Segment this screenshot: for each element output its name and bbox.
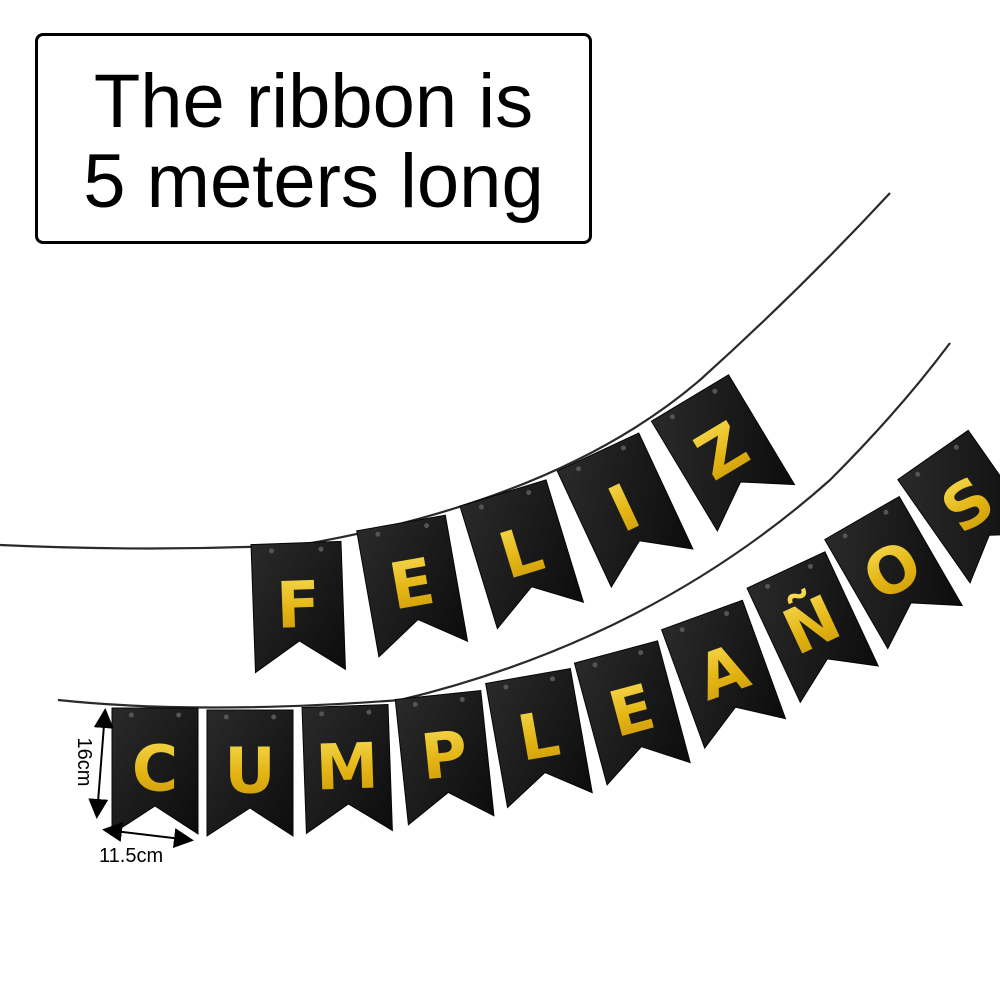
flag-shape — [394, 689, 495, 826]
flag-shape — [824, 495, 964, 650]
height-arrow — [88, 708, 114, 819]
flag-hole — [842, 533, 848, 539]
flag-letter: M — [315, 729, 380, 804]
flag-shape — [573, 640, 691, 786]
flag-shape — [206, 709, 294, 837]
flag-shape — [485, 667, 593, 809]
flag-hole — [271, 714, 277, 720]
bottom-flags-flag-5: E — [573, 640, 691, 786]
bottom-flags-flag-4: L — [485, 667, 593, 809]
flag-hole — [712, 388, 718, 394]
bottom-flags-flag-3: P — [394, 689, 495, 826]
flag-shape — [746, 551, 880, 704]
flag-hole — [679, 627, 685, 633]
flag-hole — [128, 712, 134, 718]
width-arrow — [102, 821, 194, 849]
flag-hole — [765, 583, 771, 589]
top-flags-flag-1: E — [356, 514, 469, 658]
flag-hole — [724, 610, 730, 616]
flag-shape — [250, 540, 346, 674]
bottom-banner-string — [57, 342, 951, 709]
flag-hole — [319, 711, 325, 717]
flag-hole — [412, 701, 418, 707]
bottom-flags-flag-6: A — [660, 599, 787, 750]
top-banner-string — [0, 192, 891, 550]
top-flags-flag-3: I — [556, 432, 694, 589]
flag-hole — [638, 650, 644, 656]
flag-shape — [356, 514, 469, 658]
flag-hole — [459, 696, 465, 702]
bottom-flags-flag-2: M — [301, 703, 393, 835]
flag-hole — [915, 471, 921, 477]
caption-line-1: The ribbon is — [93, 59, 534, 144]
flag-hole — [478, 504, 484, 510]
top-flags-flag-4: Z — [650, 374, 796, 532]
flag-hole — [526, 489, 532, 495]
flag-shape — [897, 429, 1000, 584]
top-flags-flag-2: L — [459, 479, 585, 630]
flag-hole — [550, 676, 556, 682]
flag-shape — [556, 432, 694, 589]
flag-hole — [366, 709, 372, 715]
flag-hole — [620, 445, 626, 451]
bottom-flags-flag-7: Ñ — [746, 551, 880, 704]
flag-shape — [650, 374, 796, 532]
flag-hole — [318, 546, 324, 552]
flag-hole — [223, 714, 229, 720]
flag-hole — [269, 548, 275, 554]
bottom-flags-flag-1: U — [206, 709, 294, 837]
bottom-flags-flag-8: O — [824, 495, 964, 650]
flag-hole — [953, 444, 959, 450]
caption-box: The ribbon is 5 meters long — [35, 33, 592, 244]
flag-hole — [592, 662, 598, 668]
flag-hole — [669, 414, 675, 420]
top-flags-flag-0: F — [250, 540, 346, 674]
flag-letter: F — [275, 568, 321, 643]
flag-hole — [807, 563, 813, 569]
flag-letter: P — [418, 717, 472, 794]
flag-hole — [576, 466, 582, 472]
width-label: 11.5cm — [99, 845, 163, 867]
caption-line-2: 5 meters long — [83, 139, 544, 224]
flag-shape — [459, 479, 585, 630]
flag-shape — [660, 599, 787, 750]
flag-shape — [301, 703, 393, 835]
flag-hole — [503, 684, 509, 690]
flag-hole — [375, 531, 381, 537]
bottom-flags-flag-0: C — [111, 707, 199, 835]
height-label: 16cm — [73, 738, 95, 787]
bottom-flags-flag-9: S — [897, 429, 1000, 584]
flag-letter: C — [132, 733, 178, 806]
flag-letter: U — [224, 735, 275, 808]
flag-hole — [424, 523, 430, 529]
flag-hole — [176, 712, 182, 718]
flag-hole — [883, 509, 889, 515]
